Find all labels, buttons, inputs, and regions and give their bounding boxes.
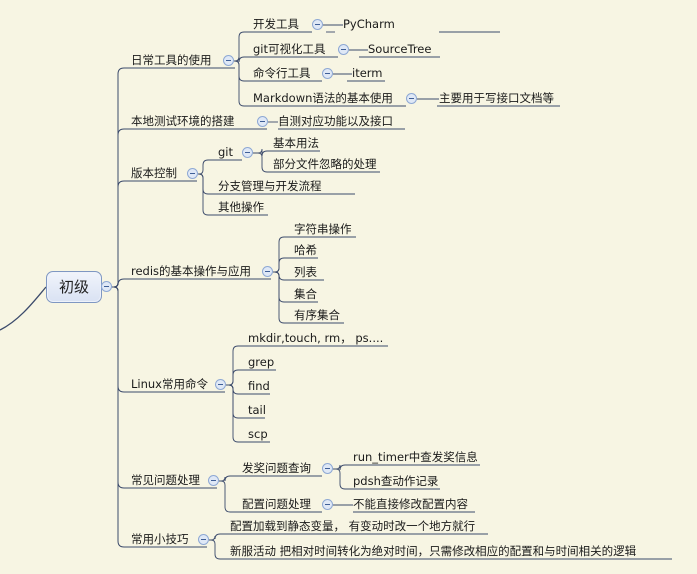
leaf-linux-scp[interactable]: scp — [248, 427, 268, 441]
leaf-config-readonly[interactable]: 不能直接修改配置内容 — [353, 497, 468, 511]
collapse-button-git[interactable] — [242, 147, 253, 158]
node-dev-tools[interactable]: 开发工具 — [253, 17, 299, 31]
collapse-button-git-gui[interactable] — [338, 44, 349, 55]
root-incoming-line — [0, 286, 47, 331]
leaf-pycharm[interactable]: PyCharm — [343, 17, 395, 31]
collapse-button-dev-tools[interactable] — [312, 19, 323, 30]
leaf-linux-basic[interactable]: mkdir,touch, rm， ps.... — [248, 331, 384, 345]
child-line — [209, 539, 672, 560]
collapse-button-common-issues[interactable] — [208, 475, 219, 486]
collapse-button-redis[interactable] — [262, 266, 273, 277]
collapse-button-tips[interactable] — [198, 534, 209, 545]
leaf-redis-hash[interactable]: 哈希 — [294, 243, 317, 257]
node-markdown[interactable]: Markdown语法的基本使用 — [253, 91, 393, 105]
branch-line-3 — [107, 278, 271, 288]
leaf-sourcetree[interactable]: SourceTree — [368, 42, 432, 56]
branch-local-env[interactable]: 本地测试环境的搭建 — [131, 114, 235, 128]
branch-linux[interactable]: Linux常用命令 — [131, 377, 208, 391]
collapse-button-config-issue[interactable] — [322, 499, 333, 510]
child-line — [234, 60, 406, 107]
leaf-pdsh[interactable]: pdsh查动作记录 — [353, 474, 439, 488]
leaf-iterm[interactable]: iterm — [352, 66, 383, 80]
leaf-redis-list[interactable]: 列表 — [294, 265, 317, 279]
collapse-button-version-control[interactable] — [187, 168, 198, 179]
leaf-self-test[interactable]: 自测对应功能以及接口 — [278, 114, 393, 128]
leaf-linux-find[interactable]: find — [248, 379, 270, 393]
branch-common-issues[interactable]: 常见问题处理 — [131, 473, 200, 487]
collapse-button-cli-tools[interactable] — [322, 68, 333, 79]
node-config-issue[interactable]: 配置问题处理 — [242, 497, 311, 511]
leaf-run-timer[interactable]: run_timer中查发奖信息 — [353, 450, 478, 464]
child-line — [234, 56, 338, 63]
root-node[interactable]: 初级 — [46, 271, 102, 303]
child-line — [219, 480, 322, 513]
collapse-button-reward-query[interactable] — [322, 463, 333, 474]
node-reward-query[interactable]: 发奖问题查询 — [242, 461, 311, 475]
leaf-linux-tail[interactable]: tail — [248, 403, 266, 417]
leaf-git-ignore[interactable]: 部分文件忽略的处理 — [273, 157, 377, 171]
child-line — [333, 464, 480, 471]
leaf-markdown-usage[interactable]: 主要用于写接口文档等 — [439, 91, 554, 105]
leaf-git-basics[interactable]: 基本用法 — [273, 136, 319, 150]
child-line — [219, 475, 322, 482]
branch-tips[interactable]: 常用小技巧 — [131, 532, 189, 546]
node-git[interactable]: git — [218, 145, 234, 159]
leaf-tip-static-config[interactable]: 配置加载到静态变量， 有变动时改一个地方就行 — [230, 519, 476, 533]
child-line — [226, 384, 270, 443]
collapse-button-linux[interactable] — [215, 379, 226, 390]
collapse-button-local-env[interactable] — [257, 116, 268, 127]
branch-version-control[interactable]: 版本控制 — [131, 166, 177, 180]
node-other-ops[interactable]: 其他操作 — [218, 200, 264, 214]
child-line — [333, 468, 440, 490]
branch-redis[interactable]: redis的基本操作与应用 — [131, 264, 252, 278]
node-cli-tools[interactable]: 命令行工具 — [253, 66, 311, 80]
child-line — [198, 159, 242, 175]
child-line — [253, 152, 380, 173]
leaf-redis-set[interactable]: 集合 — [294, 287, 317, 301]
collapse-button-daily-tools[interactable] — [223, 55, 234, 66]
child-line — [209, 533, 488, 541]
child-line — [198, 173, 268, 216]
leaf-linux-grep[interactable]: grep — [248, 355, 275, 369]
collapse-button-markdown[interactable] — [406, 93, 417, 104]
collapse-button-root[interactable] — [101, 281, 112, 292]
node-git-gui[interactable]: git可视化工具 — [253, 42, 326, 56]
leaf-redis-zset[interactable]: 有序集合 — [294, 308, 340, 322]
leaf-redis-string[interactable]: 字符串操作 — [294, 222, 352, 236]
branch-line-6 — [107, 286, 207, 548]
leaf-tip-new-server[interactable]: 新服活动 把相对时间转化为绝对时间，只需修改相应的配置和与时间相关的逻辑 — [230, 544, 637, 558]
child-line — [273, 271, 344, 324]
branch-daily-tools[interactable]: 日常工具的使用 — [131, 53, 212, 67]
node-branch-flow[interactable]: 分支管理与开发流程 — [218, 179, 322, 193]
